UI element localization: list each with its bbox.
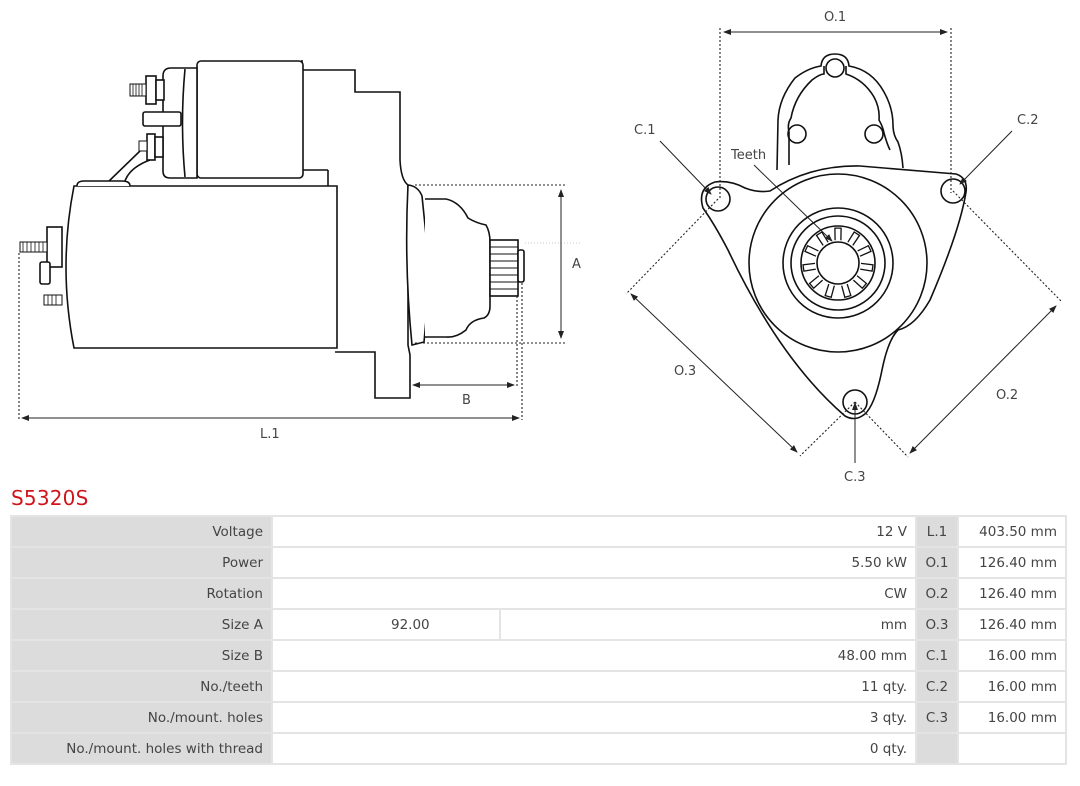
spec-label: Size B <box>12 641 271 670</box>
c3-label: C.3 <box>844 470 865 485</box>
pinion-tooth <box>804 244 819 257</box>
drive-end-housing <box>301 60 411 399</box>
flange <box>405 184 427 347</box>
cap-hole-left <box>787 124 807 144</box>
dimension-o2-label: O.2 <box>996 388 1018 403</box>
c1-leader <box>659 140 712 195</box>
mounting-flange <box>700 165 968 420</box>
part-number-title: S5320S <box>11 486 89 510</box>
pinion-bore <box>816 241 860 285</box>
spec-label: Power <box>12 548 271 577</box>
dimension-value: 126.40 mm <box>959 579 1065 608</box>
dimension-value: 126.40 mm <box>959 610 1065 639</box>
cap-hole-right <box>864 124 884 144</box>
terminal-bolt-mid <box>138 140 148 152</box>
dimension-value: 126.40 mm <box>959 548 1065 577</box>
housing-ring-outer <box>748 173 928 353</box>
pinion-tooth <box>802 262 816 272</box>
dimension-a-label: A <box>572 257 581 272</box>
pinion-tooth <box>808 275 824 290</box>
pinion-tooth <box>841 283 852 299</box>
dimension-code: C.3 <box>917 703 957 732</box>
c2-label: C.2 <box>1017 113 1038 128</box>
dimension-code: C.2 <box>917 672 957 701</box>
rear-bolt-top <box>19 241 48 253</box>
spec-label: Rotation <box>12 579 271 608</box>
mount-hole-c1 <box>705 186 731 212</box>
mount-hole-c2 <box>940 178 966 204</box>
teeth-label: Teeth <box>730 148 766 163</box>
dimension-o1-label: O.1 <box>824 10 846 25</box>
pinion-tooth <box>852 275 868 290</box>
starter-technical-drawing: A B L.1 O.1 O. <box>18 10 1063 485</box>
cap-hole-top <box>825 58 845 78</box>
pinion-teeth <box>802 227 874 299</box>
spec-label: No./mount. holes with thread <box>12 734 271 763</box>
pinion-tooth <box>857 244 872 257</box>
dimension-value: 403.50 mm <box>959 517 1065 546</box>
spec-label: No./teeth <box>12 672 271 701</box>
spec-value: 0 qty. <box>273 734 915 763</box>
rear-bolt-bottom <box>43 294 63 306</box>
pinion-tooth <box>824 283 835 299</box>
terminal-bolt-top <box>129 83 147 97</box>
spec-value-number: 92.00 <box>273 610 499 639</box>
dimension-code: L.1 <box>917 517 957 546</box>
dimension-code <box>917 734 957 763</box>
dimension-value: 16.00 mm <box>959 672 1065 701</box>
pinion-tooth <box>860 262 874 272</box>
teeth-leader <box>753 164 833 242</box>
motor-body <box>65 185 338 349</box>
solenoid <box>196 60 304 179</box>
c1-label: C.1 <box>634 123 655 138</box>
dimension-code: O.3 <box>917 610 957 639</box>
pinion-housing <box>425 198 491 338</box>
spec-value: 48.00 mm <box>273 641 915 670</box>
spec-value: 5.50 kW <box>273 548 915 577</box>
solenoid-cap <box>776 53 904 171</box>
spec-value: 3 qty. <box>273 703 915 732</box>
dimension-code: C.1 <box>917 641 957 670</box>
dimension-o3-label: O.3 <box>674 364 696 379</box>
dimension-code: O.1 <box>917 548 957 577</box>
dimension-value: 16.00 mm <box>959 641 1065 670</box>
dimension-o3-line <box>630 293 798 453</box>
dimension-b-label: B <box>462 393 471 408</box>
spec-value-unit: mm <box>501 610 915 639</box>
spec-label: Size A <box>12 610 271 639</box>
spec-label: No./mount. holes <box>12 703 271 732</box>
pinion-tooth <box>834 227 842 241</box>
spec-value: 12 V <box>273 517 915 546</box>
spec-value: 11 qty. <box>273 672 915 701</box>
spec-value: CW <box>273 579 915 608</box>
dimension-value <box>959 734 1065 763</box>
dimension-value: 16.00 mm <box>959 703 1065 732</box>
pinion-tooth <box>847 231 861 246</box>
side-view: A B L.1 <box>18 60 581 442</box>
c2-leader <box>959 130 1013 185</box>
dimension-l1-label: L.1 <box>260 427 280 442</box>
dimension-o2-line <box>909 305 1057 454</box>
dimension-code: O.2 <box>917 579 957 608</box>
spec-label: Voltage <box>12 517 271 546</box>
front-view: O.1 O.2 O.3 C.1 C.2 C.3 Teeth <box>625 10 1063 485</box>
